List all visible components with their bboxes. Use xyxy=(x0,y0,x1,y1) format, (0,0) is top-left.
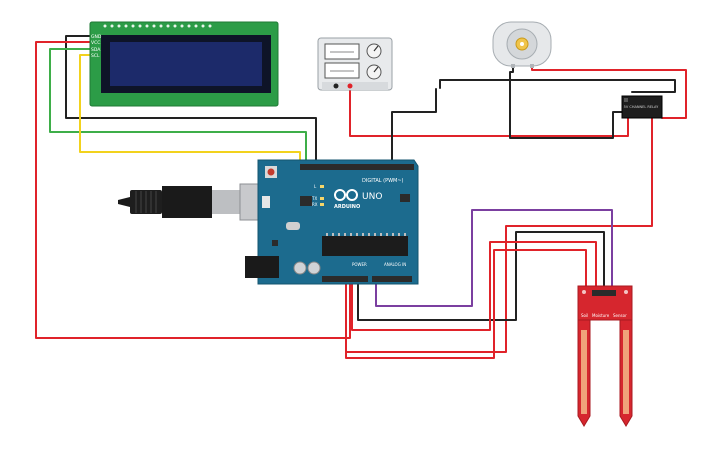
power-header[interactable] xyxy=(322,276,368,282)
sensor-label-soil: Soil xyxy=(581,313,588,318)
analog-label: ANALOG IN xyxy=(384,262,406,267)
power-label: POWER xyxy=(352,262,367,267)
wire-lcd-sda[interactable] xyxy=(49,48,307,167)
relay-module[interactable]: 5V CHANNEL RELAY xyxy=(621,95,663,119)
usb-cable[interactable] xyxy=(118,183,279,221)
wire-psu-red[interactable] xyxy=(349,88,629,137)
sensor-label-sensor: Sensor xyxy=(613,313,627,318)
digital-header[interactable] xyxy=(300,164,414,170)
psu-terminal-red[interactable] xyxy=(347,83,353,89)
wire-motor-red[interactable] xyxy=(531,65,687,119)
lcd-pin-vcc: VCC xyxy=(91,40,100,46)
wire-psu-black[interactable] xyxy=(391,88,437,167)
svg-text:ARDUINO: ARDUINO xyxy=(334,204,360,210)
sensor-label-moisture: Moisture xyxy=(592,313,610,318)
lcd-pin-sda: SDA xyxy=(91,47,101,53)
arduino-logo: ARDUINO xyxy=(334,189,360,210)
wire-sensor-vcc[interactable] xyxy=(351,241,597,331)
power-jack[interactable] xyxy=(245,256,279,278)
model-label: UNO xyxy=(362,192,382,202)
dc-motor[interactable] xyxy=(492,21,552,68)
analog-header[interactable] xyxy=(372,276,412,282)
wire-lcd-scl[interactable] xyxy=(79,54,301,167)
wire-lcd-gnd[interactable] xyxy=(65,35,317,167)
lcd-module[interactable]: GND VCC SDA SCL xyxy=(89,21,279,107)
wire-lcd-vcc[interactable] xyxy=(35,41,351,339)
relay-label: 5V CHANNEL RELAY xyxy=(624,105,660,109)
wire-sensor-aux[interactable] xyxy=(345,249,587,359)
led-label-rx: RX xyxy=(312,202,318,207)
digital-label: DIGITAL (PWM~) xyxy=(362,178,404,184)
lcd-pin-scl: SCL xyxy=(91,53,100,59)
lcd-screen xyxy=(110,42,262,86)
soil-moisture-sensor[interactable]: Soil Moisture Sensor xyxy=(577,285,633,427)
led-label-tx: TX xyxy=(311,196,317,201)
lcd-pin-gnd: GND xyxy=(91,34,102,40)
lcd-pin-header xyxy=(103,24,212,28)
atmega-chip xyxy=(322,236,408,256)
sensor-header[interactable] xyxy=(592,290,616,296)
arduino-uno[interactable]: DIGITAL (PWM~) L TX RX ARDUINO UNO xyxy=(118,159,419,285)
wire-relay-black[interactable] xyxy=(439,79,676,93)
wire-sensor-gnd[interactable] xyxy=(357,231,605,321)
wire-sensor-signal[interactable] xyxy=(375,209,613,307)
led-label-l: L xyxy=(314,184,317,189)
power-supply[interactable] xyxy=(317,37,393,91)
psu-terminal-black[interactable] xyxy=(333,83,339,89)
wire-motor-black[interactable] xyxy=(509,65,623,139)
